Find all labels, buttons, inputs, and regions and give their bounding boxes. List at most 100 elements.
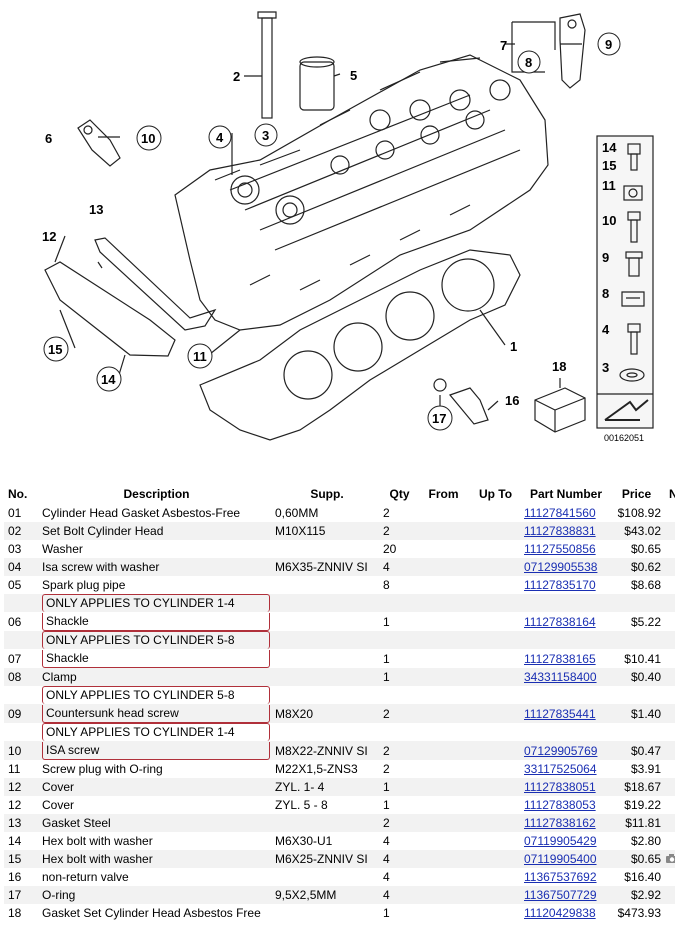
row-supplement: 0,60MM (273, 504, 381, 522)
row-from (418, 649, 469, 668)
callout-bubble[interactable]: 4 (208, 125, 232, 149)
row-upto (469, 504, 522, 522)
row-upto (469, 760, 522, 778)
row-number: 09 (4, 704, 40, 723)
row-price: $0.65 (610, 540, 663, 558)
row-number: 08 (4, 668, 40, 686)
callout-label: 10 (141, 131, 155, 146)
row-qty: 1 (381, 796, 418, 814)
part-number-link[interactable]: 11367507729 (524, 888, 597, 902)
row-supplement (273, 540, 381, 558)
row-notes (663, 594, 675, 612)
row-price: $2.80 (610, 832, 663, 850)
part-number-link[interactable]: 11127841560 (524, 506, 596, 520)
callout-label: 7 (500, 38, 507, 53)
row-number: 16 (4, 868, 40, 886)
part-number-link[interactable]: 11127838053 (524, 798, 596, 812)
row-part-number: 11127835170 (522, 576, 610, 594)
row-price (610, 723, 663, 741)
part-number-link[interactable]: 33117525064 (524, 762, 597, 776)
row-number: 11 (4, 760, 40, 778)
row-upto (469, 741, 522, 760)
part-number-link[interactable]: 11367537692 (524, 870, 597, 884)
callout-bubble[interactable]: 3 (254, 123, 278, 147)
part-number-link[interactable]: 07129905538 (524, 560, 598, 574)
row-number: 06 (4, 612, 40, 631)
row-part-number: 11127838165 (522, 649, 610, 668)
row-description: ISA screw (40, 741, 273, 760)
row-qty: 2 (381, 741, 418, 760)
callout-label: 3 (262, 128, 269, 143)
callout-label: 14 (101, 372, 116, 387)
row-notes (663, 504, 675, 522)
callout-bubble[interactable]: 14 (96, 366, 122, 392)
callout-bubble[interactable]: 9 (597, 32, 621, 56)
row-qty: 2 (381, 504, 418, 522)
part-number-link[interactable]: 11127838831 (524, 524, 596, 538)
row-upto (469, 594, 522, 612)
row-from (418, 576, 469, 594)
part-number-link[interactable]: 11127835441 (524, 706, 596, 721)
row-from (418, 540, 469, 558)
row-description: Cover (40, 796, 273, 814)
part-number-link[interactable]: 11127838164 (524, 614, 596, 629)
row-number: 12 (4, 778, 40, 796)
camera-icon[interactable] (665, 853, 675, 863)
row-upto (469, 522, 522, 540)
col-header-from: From (418, 484, 469, 504)
row-from (418, 612, 469, 631)
part-number-link[interactable]: 34331158400 (524, 670, 597, 684)
row-description: Screw plug with O-ring (40, 760, 273, 778)
part-number-link[interactable]: 07119905400 (524, 852, 597, 866)
row-supplement: M8X22-ZNNIV SI (273, 741, 381, 760)
callout-bubble[interactable]: 10 (136, 125, 162, 151)
row-description: Hex bolt with washer (40, 850, 273, 868)
row-price: $0.65 (610, 850, 663, 868)
part-number-link[interactable]: 11127838162 (524, 816, 596, 830)
part-number-link[interactable]: 11127838051 (524, 780, 596, 794)
callout-label: 5 (350, 68, 357, 83)
row-description: O-ring (40, 886, 273, 904)
row-description: Gasket Set Cylinder Head Asbestos Free (40, 904, 273, 922)
row-description-text: Shackle (42, 650, 270, 668)
callout-group: 2 3 4 5 6 7 8 9 10 11 12 13 14 15 16 17 … (42, 32, 621, 431)
row-upto (469, 904, 522, 922)
callout-label: 4 (216, 130, 224, 145)
callout-bubble[interactable]: 8 (517, 50, 541, 74)
row-part-number: 34331158400 (522, 668, 610, 686)
row-supplement: M22X1,5-ZNS3 (273, 760, 381, 778)
row-notes (663, 868, 675, 886)
callout-bubble[interactable]: 17 (427, 405, 453, 431)
row-part-number: 11127838053 (522, 796, 610, 814)
callout-label: 11 (193, 349, 207, 364)
part-number-link[interactable]: 07119905429 (524, 834, 597, 848)
part-number-link[interactable]: 11127835170 (524, 578, 596, 592)
row-upto (469, 814, 522, 832)
callout-bubble[interactable]: 15 (43, 336, 69, 362)
row-supplement (273, 668, 381, 686)
part-number-link[interactable]: 11127838165 (524, 651, 596, 666)
part-number-link[interactable]: 11127550856 (524, 542, 596, 556)
row-supplement (273, 612, 381, 631)
row-qty: 2 (381, 814, 418, 832)
row-description: ONLY APPLIES TO CYLINDER 5-8 (40, 686, 273, 704)
row-upto (469, 704, 522, 723)
row-from (418, 522, 469, 540)
row-from (418, 631, 469, 649)
row-price: $0.62 (610, 558, 663, 576)
row-price: $1.40 (610, 704, 663, 723)
row-description: Shackle (40, 612, 273, 631)
part-number-link[interactable]: 11120429838 (524, 906, 596, 920)
callout-bubble[interactable]: 11 (187, 343, 213, 369)
row-price: $3.91 (610, 760, 663, 778)
parts-diagram: 2 3 4 5 6 7 8 9 10 11 12 13 14 15 16 17 … (42, 11, 654, 443)
part-number-link[interactable]: 07129905769 (524, 743, 598, 758)
row-from (418, 741, 469, 760)
row-qty: 4 (381, 558, 418, 576)
row-notes (663, 612, 675, 631)
row-supplement (273, 649, 381, 668)
callout-label: 8 (525, 55, 532, 70)
